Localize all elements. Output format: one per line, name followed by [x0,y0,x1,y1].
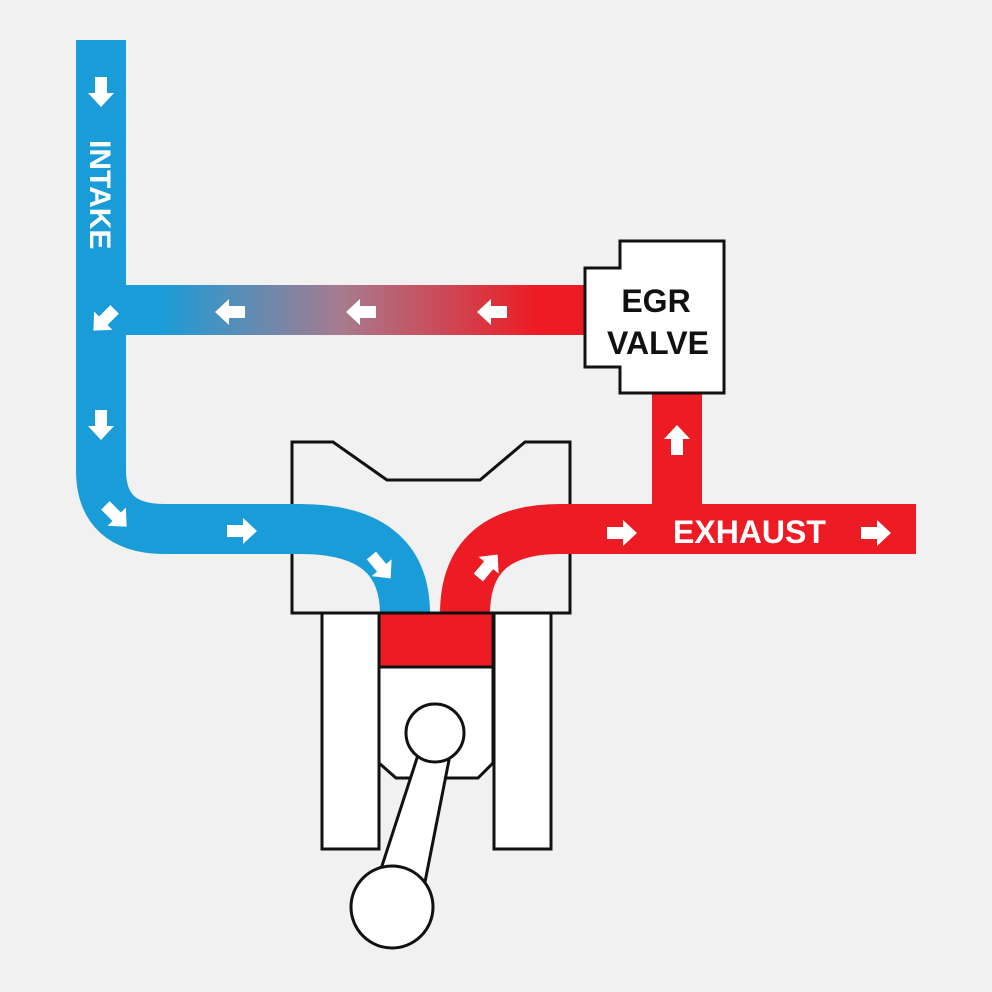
wrist-pin [404,702,466,764]
egr-valve-label-2: VALVE [607,325,709,361]
egr-valve: EGR VALVE [583,239,726,395]
egr-return-pipe [101,285,587,335]
combustion-chamber [377,611,495,669]
cylinder-wall-right [492,611,553,851]
crankshaft [349,864,435,950]
exhaust-label: EXHAUST [673,514,826,550]
intake-pipe [76,40,430,615]
egr-valve-label-1: EGR [621,283,690,319]
cylinder-wall-left [320,611,381,851]
exhaust-pipe [440,504,916,615]
intake-label: INTAKE [83,140,116,249]
